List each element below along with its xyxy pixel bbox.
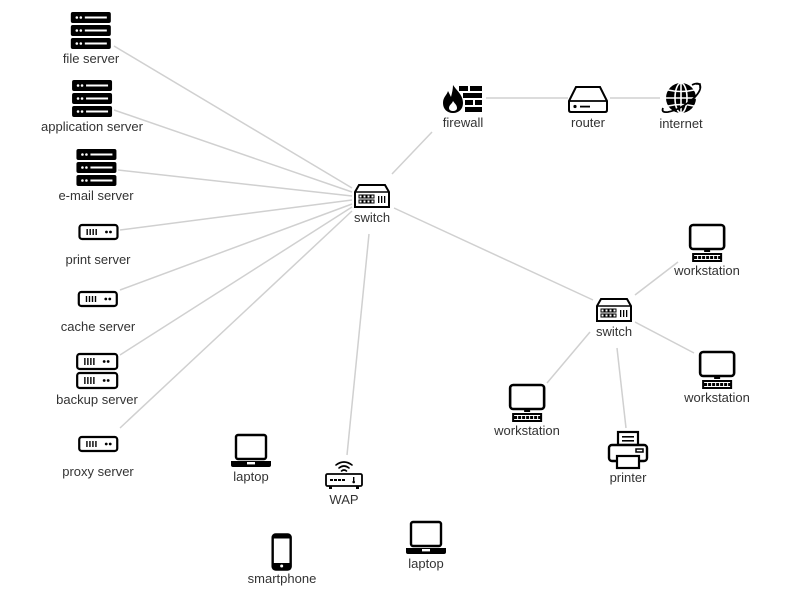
double-server-icon — [75, 352, 119, 390]
node-label: print server — [65, 252, 131, 267]
node-label: switch — [595, 324, 633, 339]
node-label: proxy server — [62, 464, 134, 479]
server-unit-icon — [77, 290, 119, 308]
node-print-server[interactable]: print server — [65, 223, 131, 267]
node-label: switch — [353, 210, 391, 225]
node-proxy-server[interactable]: proxy server — [62, 435, 134, 479]
globe-icon — [661, 82, 702, 114]
edge-file-server-switch — [113, 45, 353, 189]
node-label: cache server — [60, 319, 136, 334]
edge-switch-wap — [346, 233, 370, 456]
workstation-icon — [508, 383, 546, 422]
node-label: application server — [41, 119, 143, 134]
server-unit-icon — [77, 223, 119, 241]
node-switch-main[interactable]: switch — [352, 182, 392, 225]
node-backup-server[interactable]: backup server — [56, 352, 138, 407]
node-laptop-1[interactable]: laptop — [229, 433, 273, 484]
server-unit-icon — [77, 435, 119, 453]
smartphone-icon — [271, 533, 293, 571]
node-router[interactable]: router — [566, 83, 610, 130]
edge-proxy-server-switch — [119, 210, 353, 429]
node-file-server[interactable]: file server — [63, 11, 119, 66]
node-cache-server[interactable]: cache server — [61, 290, 135, 334]
router-icon — [568, 86, 608, 113]
edge-print-server-switch — [119, 199, 353, 231]
edge-email-server-switch — [117, 169, 353, 197]
edge-switch-firewall — [391, 131, 433, 175]
edge-subswitch-printer — [616, 347, 627, 429]
node-label: smartphone — [247, 571, 317, 586]
printer-icon — [607, 430, 649, 470]
node-label: workstation — [684, 390, 750, 405]
node-printer[interactable]: printer — [606, 430, 650, 485]
node-label: laptop — [408, 556, 444, 571]
node-laptop-2[interactable]: laptop — [404, 520, 448, 571]
node-workstation-2[interactable]: workstation — [684, 350, 750, 405]
wireless-access-point-icon — [325, 461, 363, 489]
edge-application-server-switch — [113, 109, 353, 193]
node-switch-sub[interactable]: switch — [594, 296, 634, 339]
node-email-server[interactable]: e-mail server — [58, 148, 134, 203]
switch-icon — [354, 184, 390, 208]
node-label: firewall — [442, 115, 484, 130]
node-application-server[interactable]: application server — [41, 79, 143, 134]
node-firewall[interactable]: firewall — [441, 83, 485, 130]
rack-server-icon — [76, 149, 116, 186]
node-workstation-1[interactable]: workstation — [674, 223, 740, 278]
firewall-icon — [443, 85, 482, 113]
switch-icon — [596, 298, 632, 322]
node-label: backup server — [56, 392, 138, 407]
edge-switch-switch — [393, 207, 594, 301]
laptop-icon — [231, 433, 271, 467]
node-label: router — [571, 115, 605, 130]
node-label: workstation — [494, 423, 560, 438]
laptop-icon — [406, 520, 446, 554]
edge-subswitch-workstation-1 — [634, 261, 679, 296]
node-label: laptop — [233, 469, 269, 484]
edge-cache-server-switch — [119, 203, 353, 291]
node-label: file server — [62, 51, 120, 66]
edge-backup-server-switch — [119, 206, 353, 356]
node-label: workstation — [674, 263, 740, 278]
node-wap[interactable]: WAP — [323, 458, 365, 507]
rack-server-icon — [71, 80, 112, 117]
node-internet[interactable]: internet — [658, 80, 704, 131]
node-label: internet — [659, 116, 703, 131]
edge-subswitch-workstation-3 — [546, 331, 591, 384]
rack-server-icon — [70, 12, 111, 49]
node-workstation-3[interactable]: workstation — [494, 383, 560, 438]
node-label: WAP — [329, 492, 359, 507]
node-label: printer — [609, 470, 647, 485]
node-label: e-mail server — [58, 188, 134, 203]
node-smartphone[interactable]: smartphone — [247, 533, 317, 586]
workstation-icon — [688, 223, 726, 262]
workstation-icon — [698, 350, 736, 389]
edge-subswitch-workstation-2 — [634, 321, 695, 354]
